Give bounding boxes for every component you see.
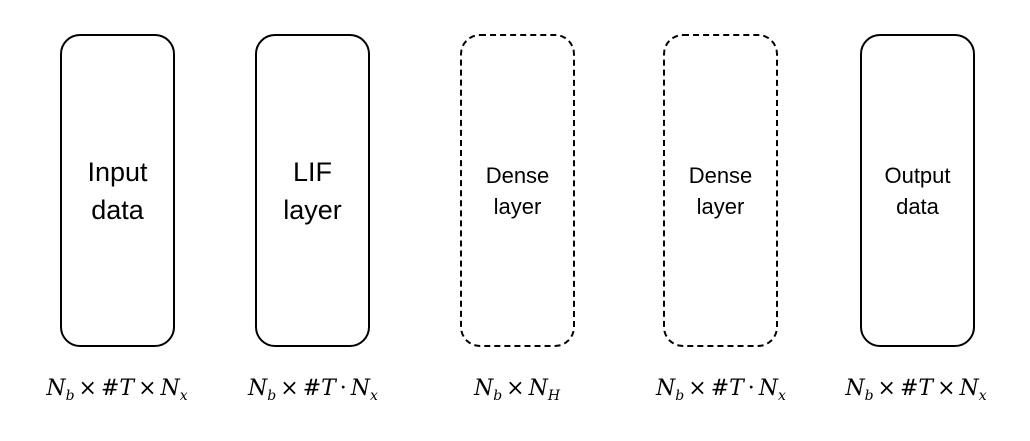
input-data-label: Input data xyxy=(87,156,148,225)
dense-layer-block-2: Dense layer xyxy=(663,34,778,347)
dense-layer-label-1: Dense layer xyxy=(485,162,550,219)
input-data-block: Input data xyxy=(60,34,175,347)
output-data-dimension: Nb×#T×Nx xyxy=(845,376,987,404)
lif-layer-dimension: Nb×#T·Nx xyxy=(248,376,378,404)
dense-layer-label-2: Dense layer xyxy=(688,162,753,219)
lif-layer-block: LIF layer xyxy=(255,34,370,347)
output-data-label: Output data xyxy=(884,162,951,219)
lif-layer-label: LIF layer xyxy=(283,156,342,225)
output-data-block: Output data xyxy=(860,34,975,347)
dense-layer-block-1: Dense layer xyxy=(460,34,575,347)
dense-layer-dimension-1: Nb×NH xyxy=(473,376,561,404)
dense-layer-dimension-2: Nb×#T·Nx xyxy=(656,376,786,404)
input-data-dimension: Nb×#T×Nx xyxy=(46,376,188,404)
